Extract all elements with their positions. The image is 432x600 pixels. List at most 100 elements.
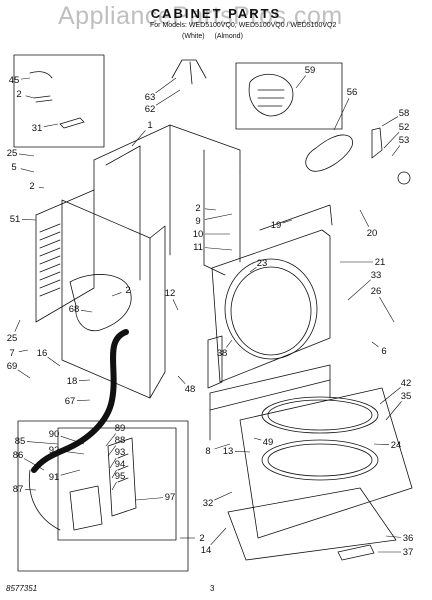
callout-11: 11: [193, 242, 203, 253]
callout-62: 62: [145, 104, 156, 115]
leader-line: [249, 266, 257, 273]
leader-line: [23, 458, 45, 471]
callout-68: 68: [69, 304, 80, 315]
callout-23: 23: [257, 258, 268, 269]
callout-21: 21: [375, 257, 386, 268]
leader-line: [204, 213, 233, 220]
leader-line: [20, 168, 35, 173]
callout-25: 25: [7, 148, 18, 159]
leader-line: [253, 437, 262, 441]
leader-line: [78, 379, 91, 381]
callout-7: 7: [9, 348, 14, 359]
toe-panel: [209, 364, 331, 441]
callout-49: 49: [263, 437, 274, 448]
leader-line: [105, 433, 116, 447]
callout-35: 35: [401, 391, 412, 402]
callout-2: 2: [199, 533, 204, 544]
callout-10: 10: [193, 229, 204, 240]
callout-14: 14: [201, 545, 212, 556]
callout-26: 26: [371, 286, 382, 297]
leader-line: [385, 535, 402, 538]
callout-86: 86: [13, 450, 24, 461]
leader-line: [155, 77, 177, 94]
leader-line: [43, 123, 59, 127]
callout-90: 90: [49, 429, 60, 440]
inner-control-box: [57, 427, 177, 541]
callout-36: 36: [403, 533, 414, 544]
wire-harness-icon: [29, 71, 85, 129]
leader-line: [25, 95, 35, 99]
callout-85: 85: [15, 436, 26, 447]
callout-37: 37: [403, 547, 414, 558]
leader-line: [214, 443, 231, 450]
callout-5: 5: [11, 162, 16, 173]
leader-line: [172, 299, 179, 311]
callout-91: 91: [49, 472, 60, 483]
callout-31: 31: [32, 123, 43, 134]
callout-32: 32: [203, 498, 214, 509]
leader-line: [111, 292, 122, 297]
callout-25: 25: [7, 333, 18, 344]
leader-line: [60, 450, 85, 455]
leader-line: [18, 153, 35, 157]
callout-89: 89: [115, 423, 126, 434]
leader-line: [47, 356, 61, 367]
callout-59: 59: [305, 65, 316, 76]
callout-2: 2: [195, 203, 200, 214]
leader-line: [135, 497, 164, 501]
clamp-icon: [171, 59, 207, 85]
callout-20: 20: [367, 228, 378, 239]
leader-line: [111, 469, 117, 479]
callout-19: 19: [271, 220, 282, 231]
leader-line: [226, 339, 233, 348]
idler-pulley-icon: [371, 127, 411, 185]
callout-38: 38: [217, 348, 228, 359]
leader-line: [347, 279, 371, 301]
callout-52: 52: [399, 122, 410, 133]
callout-58: 58: [399, 108, 410, 119]
page-title: CABINET PARTS: [150, 6, 282, 21]
page-number: 3: [210, 584, 215, 593]
models-subtitle: For Models: WED5100VQ0, WED5100VQ0 / WED…: [150, 22, 337, 29]
leader-line: [131, 130, 146, 147]
color-variants: (White) (Almond): [182, 33, 243, 40]
callout-labels: 4523125525116362595658525329101120192133…: [7, 65, 414, 558]
callout-63: 63: [145, 92, 156, 103]
watermark: AppliancePartsPros.com: [58, 2, 343, 30]
harness-cord: [28, 469, 61, 531]
leader-line: [24, 489, 37, 491]
leader-line: [379, 296, 395, 323]
leader-line: [20, 77, 31, 80]
thermal-fuse-inset-box: [13, 54, 105, 148]
leader-line: [379, 387, 401, 405]
leader-line: [17, 369, 31, 379]
leader-line: [204, 208, 217, 211]
cabinet-shell: [93, 124, 241, 281]
leader-line: [60, 469, 81, 476]
leader-line: [21, 219, 37, 221]
timer-switch-icon: [69, 437, 137, 531]
callout-56: 56: [347, 87, 358, 98]
callout-93: 93: [115, 447, 126, 458]
rear-panel: [239, 171, 333, 263]
callout-45: 45: [9, 75, 20, 86]
leader-line: [381, 116, 399, 127]
leader-line: [26, 441, 59, 445]
callout-53: 53: [399, 135, 410, 146]
leader-line: [109, 457, 117, 469]
leader-line: [14, 319, 21, 332]
callout-51: 51: [10, 214, 21, 225]
callout-92: 92: [49, 445, 60, 456]
callout-24: 24: [391, 440, 402, 451]
callout-8: 8: [205, 446, 210, 457]
header: AppliancePartsPros.com CABINET PARTS For…: [0, 0, 432, 46]
callout-6: 6: [381, 346, 386, 357]
callout-48: 48: [185, 384, 196, 395]
callout-88: 88: [115, 435, 126, 446]
motor-icon: [248, 74, 294, 117]
leader-line: [210, 527, 227, 546]
callout-1: 1: [147, 120, 152, 131]
leader-line: [385, 401, 402, 421]
callout-13: 13: [223, 446, 234, 457]
callout-95: 95: [115, 471, 126, 482]
